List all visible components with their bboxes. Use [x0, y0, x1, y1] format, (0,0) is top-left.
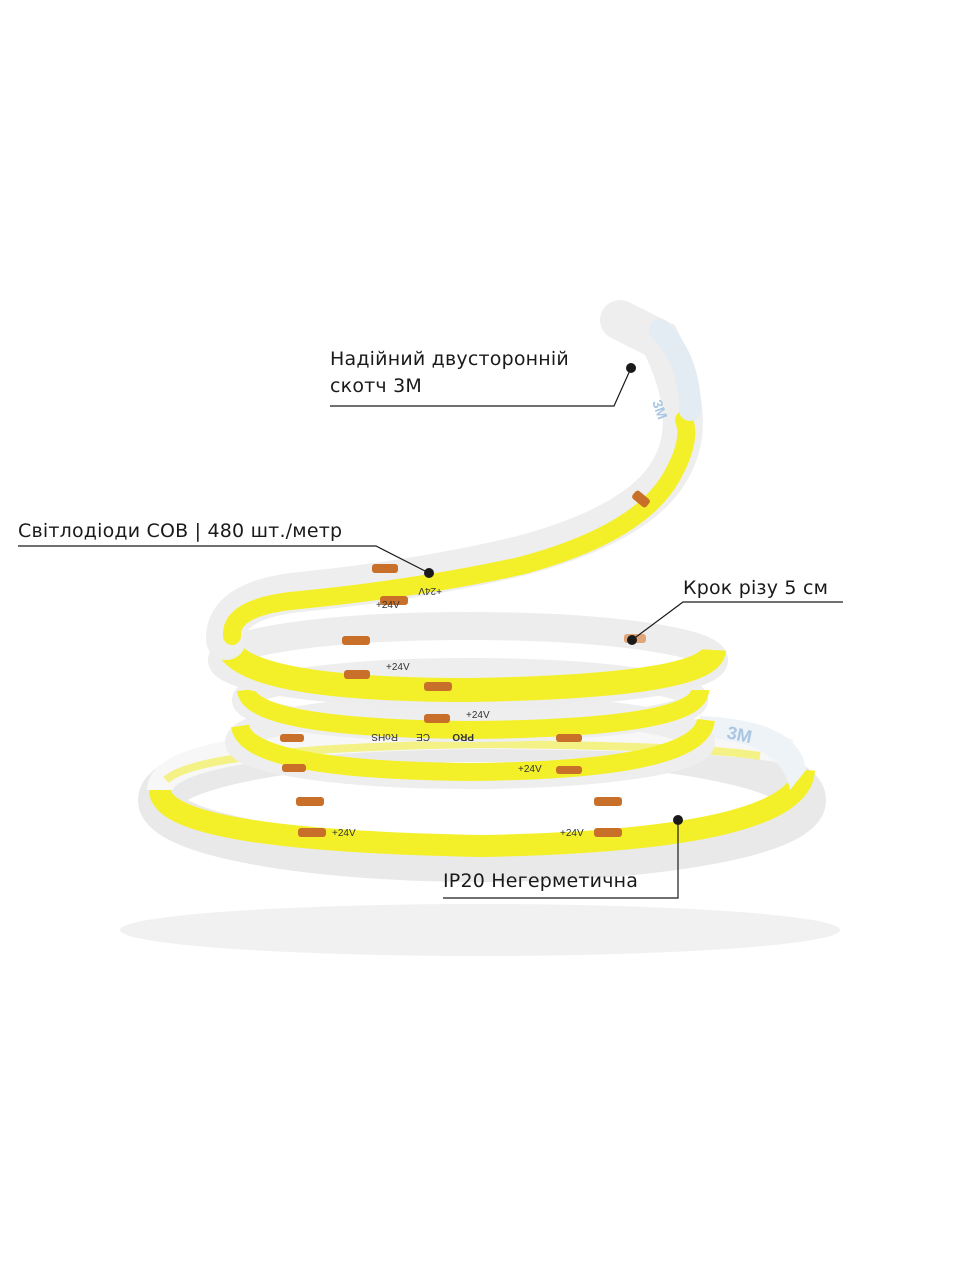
callout-leds: Світлодіоди COB | 480 шт./метр: [18, 520, 343, 542]
callout-tape-line1: Надійний двусторонній: [330, 348, 569, 370]
leds-leader: [18, 545, 430, 574]
strip-print: +24V +24V +24V +24V +24V +24V +24V PRO R…: [332, 585, 584, 839]
callout-ip-rating: IP20 Негерметична: [443, 870, 639, 892]
callout-dots: [424, 363, 683, 825]
svg-text:+24V: +24V: [466, 710, 490, 721]
tape-leader: [330, 367, 632, 407]
svg-text:CE: CE: [416, 731, 430, 742]
strip-spiral-top: 3M: [206, 300, 703, 660]
cut-leader: [631, 601, 843, 641]
svg-text:+24V: +24V: [332, 828, 356, 839]
strip-loop-middle: [208, 612, 728, 789]
svg-text:+24V: +24V: [386, 662, 410, 673]
leds-dot: [424, 568, 434, 578]
svg-text:+24V: +24V: [518, 764, 542, 775]
svg-text:3M: 3M: [649, 398, 671, 422]
callout-cut-step: Крок різу 5 см: [683, 577, 829, 599]
tape-dot: [626, 363, 636, 373]
floor-shadow: [120, 904, 840, 956]
callout-tape: Надійний двусторонній скотч 3M: [330, 346, 569, 400]
svg-text:+24V: +24V: [418, 585, 442, 596]
svg-text:PRO: PRO: [452, 731, 474, 742]
svg-text:+24V: +24V: [376, 600, 400, 611]
callout-tape-line2: скотч 3M: [330, 375, 422, 397]
svg-text:RoHS: RoHS: [371, 731, 398, 742]
ip-dot: [673, 815, 683, 825]
ip-leader: [443, 820, 679, 899]
cut-dot: [627, 635, 637, 645]
solder-pads: [280, 490, 650, 837]
callout-lines: [18, 367, 843, 899]
svg-text:+24V: +24V: [560, 828, 584, 839]
